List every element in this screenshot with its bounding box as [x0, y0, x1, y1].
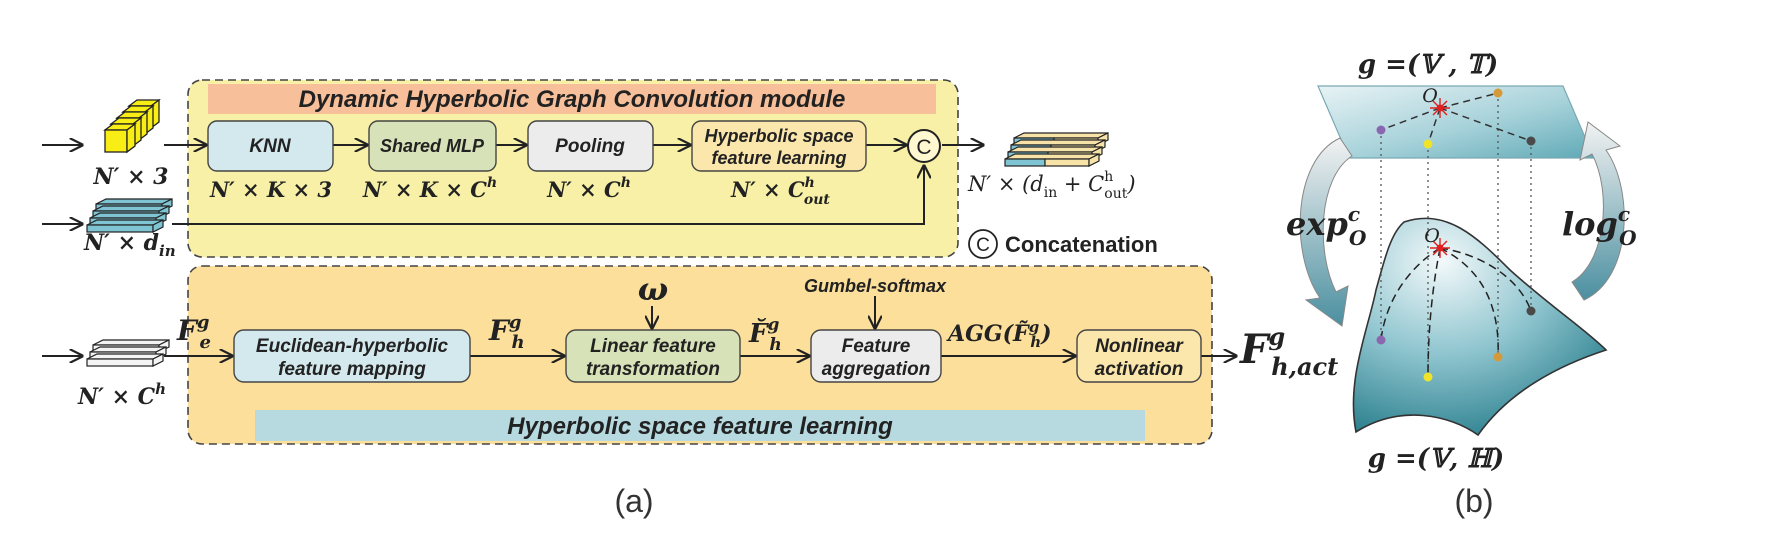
- pooling-block: [527, 120, 654, 172]
- hsfl-title-bar: [255, 410, 1145, 441]
- knn-block: [207, 120, 334, 172]
- hyperbolic-label-1: Hyperbolic space: [704, 126, 853, 146]
- exp-map-arrow: [1299, 137, 1353, 327]
- hyperbolic-surface: [1352, 217, 1608, 437]
- knn-label: KNN: [249, 136, 291, 157]
- hyperbolic-space-label: g =(𝕍, ℍ): [1368, 444, 1504, 474]
- omega-symbol: ω: [638, 270, 668, 308]
- concat-legend-label: Concatenation: [1005, 232, 1158, 257]
- input-slab-stack-white: [86, 339, 170, 367]
- euclid-label-2: feature mapping: [278, 359, 426, 380]
- feature-agg-block: [810, 329, 942, 383]
- pooling-label: Pooling: [555, 136, 625, 157]
- input-cube-stack-yellow: [103, 98, 161, 154]
- surface-point-gray: [1526, 306, 1536, 316]
- mlp-dim: N′ × K × Ch: [362, 175, 497, 202]
- output-slab-stack: [1004, 132, 1109, 167]
- surface-origin-marker: [1430, 238, 1450, 258]
- surface-point-purple: [1376, 335, 1386, 345]
- concat-symbol: C: [916, 136, 931, 159]
- euclid-label-1: Euclidean-hyperbolic: [256, 336, 449, 357]
- nonlinear-activation-block: [1076, 329, 1202, 383]
- hyperbolic-label-2: feature learning: [711, 148, 846, 168]
- concat-legend-symbol: C: [976, 235, 990, 256]
- nonlin-label-1: Nonlinear: [1095, 336, 1184, 357]
- panel-b: g =(𝕍 , 𝕋): [1286, 50, 1637, 519]
- input-slab-stack-blue: [86, 198, 173, 233]
- linear-label-2: transformation: [586, 359, 720, 380]
- hsfl-title: Hyperbolic space feature learning: [507, 413, 893, 440]
- surface-origin-label: O: [1424, 225, 1440, 247]
- shared-mlp-block: [368, 120, 497, 172]
- left-input-label: N′ × din: [83, 230, 176, 260]
- concat-legend-circle: [968, 229, 998, 259]
- surface-point-orange: [1493, 352, 1503, 362]
- bottom-input-label: N′ × Ch: [77, 380, 166, 410]
- linear-label-1: Linear feature: [590, 336, 716, 357]
- panel-a-caption: (a): [614, 483, 653, 519]
- tangent-edges: [1380, 92, 1532, 145]
- linear-transform-block: [565, 329, 741, 383]
- plane-point-yellow: [1423, 139, 1433, 149]
- tangent-plane: [1317, 85, 1595, 159]
- dhgc-title: Dynamic Hyperbolic Graph Convolution mod…: [299, 86, 846, 113]
- log-map-arrow: [1571, 121, 1625, 301]
- dhgc-title-bar: [208, 84, 936, 114]
- plane-origin-marker: [1430, 98, 1450, 118]
- plane-point-purple: [1376, 125, 1386, 135]
- plane-origin-label: O: [1422, 85, 1438, 107]
- gumbel-label: Gumbel-softmax: [804, 276, 947, 296]
- agg-label-1: Feature: [842, 336, 911, 357]
- skip-connection: [172, 166, 924, 225]
- plane-point-gray: [1526, 136, 1536, 146]
- panel-b-caption: (b): [1454, 483, 1493, 519]
- knn-dim: N′ × K × 3: [209, 177, 332, 202]
- nonlin-label-2: activation: [1095, 359, 1184, 380]
- plane-point-orange: [1493, 88, 1503, 98]
- agg-label-2: aggregation: [822, 359, 931, 380]
- surface-geodesics: [1380, 247, 1532, 378]
- tangent-space-label: g =(𝕍 , 𝕋): [1358, 50, 1498, 80]
- euclid-hyper-block: [233, 329, 471, 383]
- hyperbolic-block: [691, 120, 867, 172]
- surface-point-yellow: [1423, 372, 1433, 382]
- projection-lines: [1380, 93, 1532, 377]
- pool-dim: N′ × Ch: [546, 175, 631, 202]
- concat-circle: [907, 129, 941, 163]
- panel-a: Dynamic Hyperbolic Graph Convolution mod…: [42, 79, 1338, 519]
- shared-mlp-label: Shared MLP: [380, 136, 485, 156]
- top-input-label: N′ × 3: [93, 164, 169, 190]
